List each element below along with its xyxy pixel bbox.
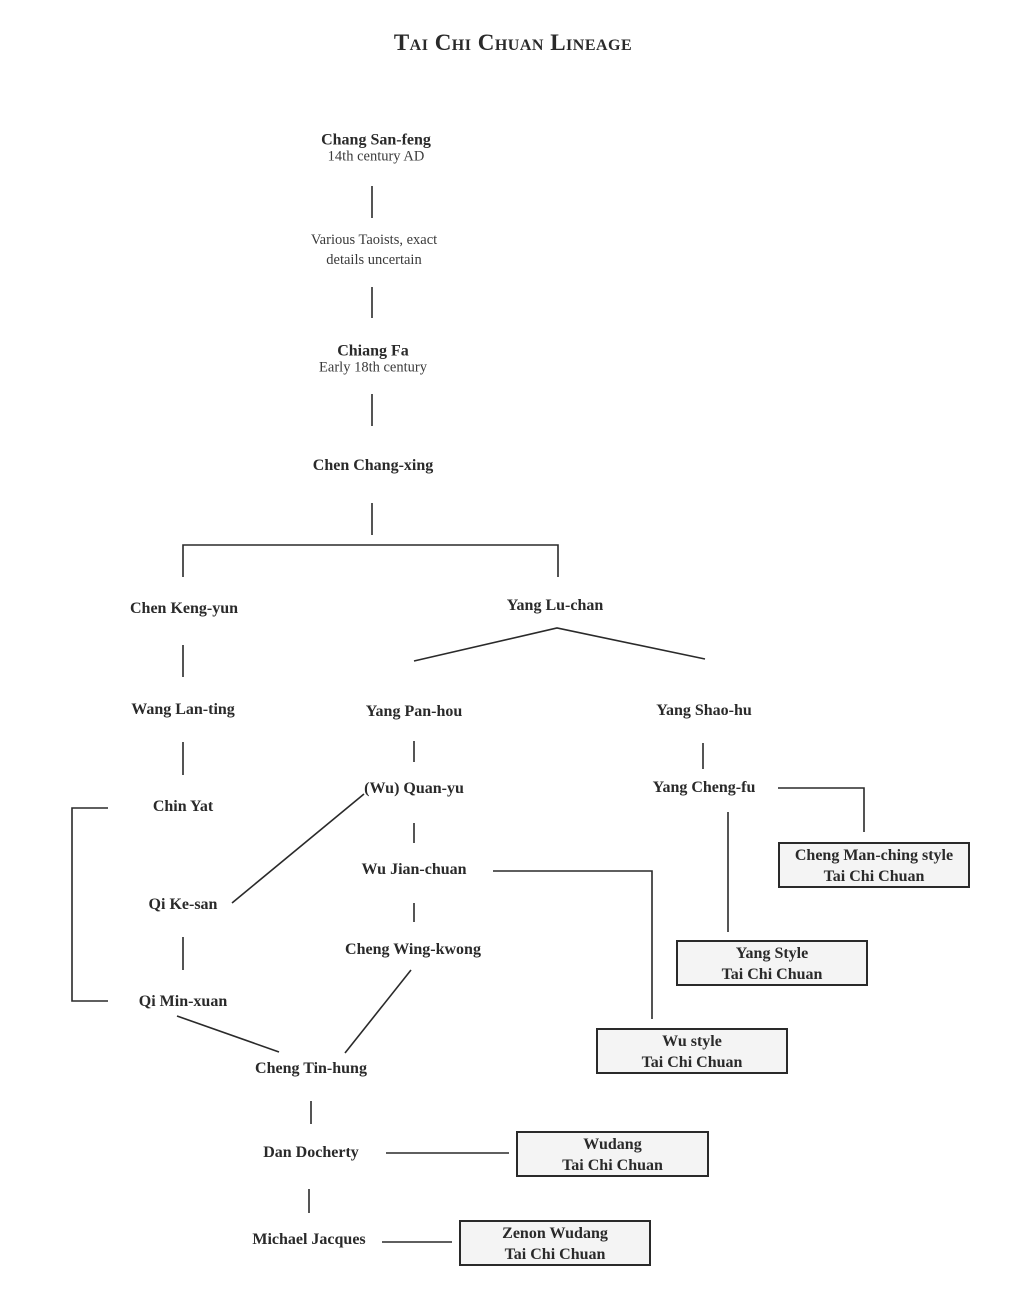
node-yang-cheng-fu: Yang Cheng-fu [653,779,756,797]
node-name: Cheng Wing-kwong [345,941,481,958]
node-yang-shao-hu: Yang Shao-hu [656,702,752,720]
node-chang-san-feng: Chang San-feng 14th century AD [321,132,431,165]
style-box-line: Tai Chi Chuan [562,1157,663,1174]
style-box-line: Tai Chi Chuan [504,1246,606,1263]
node-qi-min-xuan: Qi Min-xuan [139,993,227,1011]
connector-line [176,1015,280,1053]
node-name: Chiang Fa [337,342,409,360]
page-title: Tai Chi Chuan Lineage [393,30,633,55]
node-note: 14th century AD [327,148,425,165]
connector-line [231,793,365,904]
node-name: Wang Lan-ting [131,701,235,718]
node-name: Yang Pan-hou [365,703,463,720]
node-name: Chang San-feng [321,131,431,149]
connector-line [493,870,653,1019]
node-various-taoists: Various Taoists, exact details uncertain [311,230,437,270]
node-chin-yat: Chin Yat [153,798,213,816]
style-box-zenon-wudang: Zenon Wudang Tai Chi Chuan [459,1220,651,1266]
node-name: Cheng Tin-hung [255,1060,367,1077]
node-chiang-fa: Chiang Fa Early 18th century [319,343,427,376]
connector-line [413,627,706,662]
style-box-line: Cheng Man-ching style [794,847,954,864]
connector-line [344,969,412,1054]
connector-line [778,787,865,832]
node-wu-quan-yu: (Wu) Quan-yu [364,780,464,798]
node-note: details uncertain [326,252,422,268]
node-name: (Wu) Quan-yu [364,780,464,797]
style-box-line: Wudang [583,1136,642,1153]
style-box-line: Yang Style [735,945,809,962]
node-dan-docherty: Dan Docherty [263,1144,359,1162]
node-name: Qi Min-xuan [138,993,228,1010]
style-box-line: Wu style [662,1033,722,1050]
node-name: Yang Shao-hu [656,702,752,719]
style-box-yang: Yang Style Tai Chi Chuan [676,940,868,986]
node-wu-jian-chuan: Wu Jian-chuan [361,861,466,879]
node-yang-pan-hou: Yang Pan-hou [366,703,462,721]
style-box-line: Tai Chi Chuan [641,1054,743,1071]
node-name: Chen Keng-yun [129,600,239,617]
style-box-wu: Wu style Tai Chi Chuan [596,1028,788,1074]
node-chen-keng-yun: Chen Keng-yun [130,600,238,618]
node-name: Qi Ke-san [148,896,218,913]
style-box-line: Tai Chi Chuan [823,868,925,885]
style-box-cheng-man-ching: Cheng Man-ching style Tai Chi Chuan [778,842,970,888]
style-box-line: Zenon Wudang [502,1225,608,1242]
node-name: Chen Chang-xing [312,457,434,474]
node-name: Wu Jian-chuan [361,861,467,878]
connector-line [182,544,559,577]
node-note: Early 18th century [319,359,427,376]
node-name: Michael Jacques [252,1231,366,1248]
node-name: Yang Cheng-fu [652,779,756,796]
node-wang-lan-ting: Wang Lan-ting [131,701,235,719]
connector-line [71,807,108,1002]
node-chen-chang-xing: Chen Chang-xing [313,457,433,475]
node-name: Yang Lu-chan [506,597,604,614]
node-name: Chin Yat [152,798,214,815]
node-michael-jacques: Michael Jacques [252,1231,365,1249]
node-note: Various Taoists, exact [310,232,438,248]
node-name: Dan Docherty [263,1144,359,1161]
node-yang-lu-chan: Yang Lu-chan [507,597,603,615]
style-box-line: Tai Chi Chuan [721,966,823,983]
node-cheng-wing-kwong: Cheng Wing-kwong [345,941,481,959]
node-qi-ke-san: Qi Ke-san [149,896,218,914]
node-cheng-tin-hung: Cheng Tin-hung [255,1060,367,1078]
style-box-wudang: Wudang Tai Chi Chuan [516,1131,709,1177]
